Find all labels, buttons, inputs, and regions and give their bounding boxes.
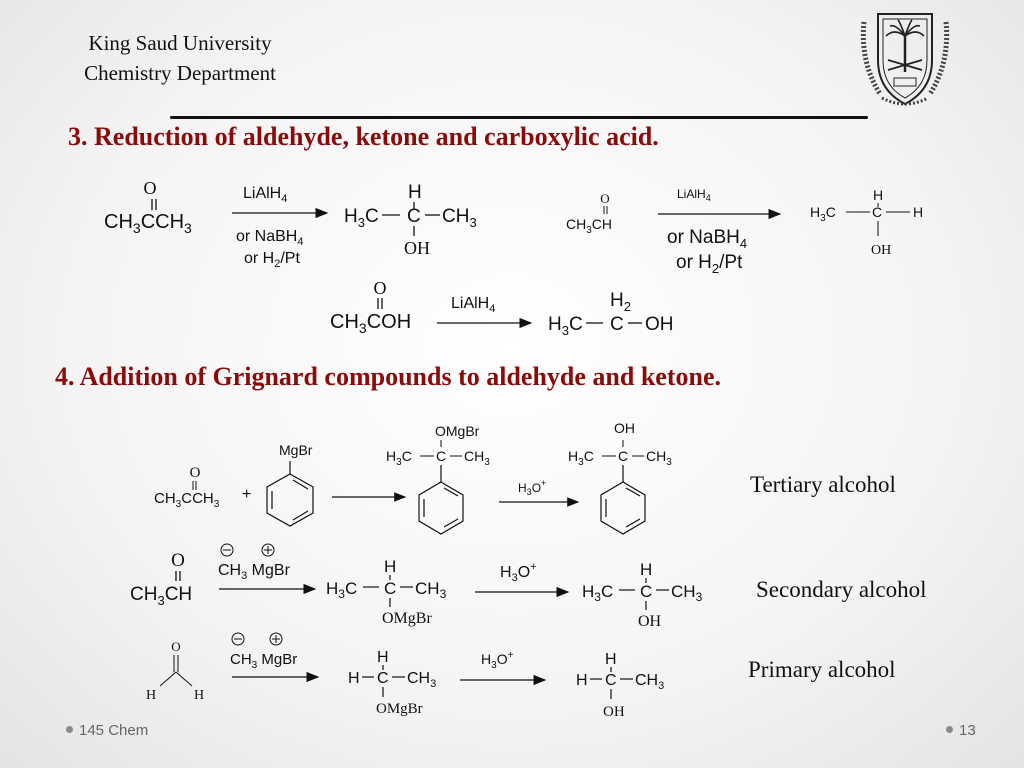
svg-text:H3C: H3C [568, 448, 594, 468]
svg-text:H3C: H3C [386, 448, 412, 468]
svg-text:H: H [194, 688, 204, 703]
bullet-icon [66, 725, 73, 733]
svg-text:LiAlH4: LiAlH4 [243, 185, 287, 205]
svg-text:C: C [436, 448, 446, 464]
svg-text:MgBr: MgBr [279, 442, 313, 458]
svg-text:H3C: H3C [548, 314, 583, 338]
svg-text:CH3CCH3: CH3CCH3 [104, 211, 192, 236]
secondary-alcohol-label: Secondary alcohol [756, 577, 927, 602]
svg-text:H3C: H3C [326, 579, 357, 601]
svg-text:CH3: CH3 [415, 579, 447, 601]
reaction-grignard-tertiary: O CH3CCH3 + MgBr OMgBr H3C C CH3 H3O+ OH [154, 420, 672, 535]
university-header: King Saud University Chemistry Departmen… [40, 28, 320, 88]
svg-text:C: C [605, 672, 617, 689]
svg-text:CH3: CH3 [442, 206, 477, 230]
footer-page-number: 13 [946, 722, 976, 739]
university-seal-icon [860, 13, 950, 106]
svg-text:OH: OH [614, 420, 635, 436]
reaction-acid-reduction: O CH3COH LiAlH4 H2 H3C C OH [330, 278, 674, 338]
svg-text:H: H [576, 672, 588, 689]
svg-text:CH3COH: CH3COH [330, 311, 411, 336]
svg-text:H3C: H3C [582, 582, 613, 604]
svg-text:OH: OH [645, 314, 674, 335]
svg-text:or H2/Pt: or H2/Pt [676, 252, 743, 276]
reaction-ketone-reduction: O CH3CCH3 LiAlH4 or NaBH4 or H2/Pt H H3C… [104, 178, 477, 270]
svg-text:CH3CCH3: CH3CCH3 [154, 490, 220, 510]
svg-text:O: O [190, 465, 201, 481]
svg-text:CH3: CH3 [464, 448, 490, 468]
svg-text:LiAlH4: LiAlH4 [451, 295, 495, 315]
svg-text:+: + [242, 486, 251, 503]
svg-text:CH3 MgBr: CH3 MgBr [230, 651, 297, 671]
svg-text:C: C [618, 448, 628, 464]
reaction-grignard-secondary: O CH3CH CH3 MgBr H H3C C CH3 OMgBr H3O+ … [130, 543, 703, 630]
university-name: King Saud University [88, 31, 272, 55]
footer-course-text: 145 Chem [79, 722, 149, 739]
svg-text:H: H [348, 670, 360, 687]
svg-text:CH3: CH3 [671, 582, 703, 604]
svg-text:H3C: H3C [810, 204, 836, 224]
tertiary-alcohol-label: Tertiary alcohol [750, 472, 896, 497]
svg-text:H3O+: H3O+ [500, 561, 537, 584]
svg-text:or NaBH4: or NaBH4 [667, 227, 747, 251]
svg-text:C: C [640, 582, 652, 601]
svg-text:H: H [640, 560, 652, 579]
svg-text:H2: H2 [610, 290, 631, 314]
svg-text:H3O+: H3O+ [481, 650, 514, 671]
svg-text:OH: OH [603, 704, 625, 720]
svg-text:H: H [384, 557, 396, 576]
header-divider [170, 116, 868, 119]
page-number-text: 13 [959, 722, 976, 739]
svg-text:H: H [605, 651, 617, 668]
svg-text:O: O [171, 550, 185, 571]
svg-text:OMgBr: OMgBr [435, 423, 480, 439]
section-4-heading: 4. Addition of Grignard compounds to ald… [55, 362, 722, 391]
svg-text:or NaBH4: or NaBH4 [236, 228, 303, 248]
svg-text:C: C [610, 314, 624, 335]
svg-text:CH3 MgBr: CH3 MgBr [218, 562, 291, 582]
bullet-icon [946, 725, 953, 733]
svg-text:O: O [144, 178, 157, 198]
svg-text:LiAlH4: LiAlH4 [677, 187, 711, 203]
footer-course: 145 Chem [66, 722, 148, 739]
svg-text:C: C [872, 204, 882, 220]
svg-text:OH: OH [638, 613, 662, 630]
svg-text:CH3CH: CH3CH [130, 584, 192, 608]
svg-text:H3C: H3C [344, 206, 379, 230]
svg-text:CH3CH: CH3CH [566, 216, 612, 236]
svg-text:C: C [407, 206, 421, 227]
svg-text:H3O+: H3O+ [518, 478, 546, 497]
svg-text:O: O [374, 278, 387, 298]
department-name: Chemistry Department [84, 61, 276, 85]
primary-alcohol-label: Primary alcohol [748, 657, 896, 682]
svg-text:O: O [600, 191, 609, 206]
reaction-aldehyde-reduction: O CH3CH LiAlH4 or NaBH4 or H2/Pt H H3C C… [566, 187, 923, 276]
section-3-heading: 3. Reduction of aldehyde, ketone and car… [68, 122, 659, 151]
reaction-grignard-primary: O H H CH3 MgBr H H C CH3 OMgBr H3O+ [146, 632, 664, 720]
svg-text:OH: OH [871, 243, 891, 258]
svg-text:C: C [377, 670, 389, 687]
svg-text:or H2/Pt: or H2/Pt [244, 250, 300, 270]
svg-text:OH: OH [404, 238, 430, 258]
svg-text:H: H [146, 688, 156, 703]
svg-text:H: H [377, 649, 389, 666]
svg-text:H: H [873, 187, 883, 203]
svg-text:OMgBr: OMgBr [376, 701, 423, 717]
svg-text:CH3: CH3 [646, 448, 672, 468]
svg-text:O: O [171, 639, 180, 654]
svg-text:H: H [408, 182, 422, 203]
svg-text:H: H [913, 204, 923, 220]
svg-text:CH3: CH3 [635, 672, 664, 692]
svg-text:OMgBr: OMgBr [382, 610, 432, 627]
svg-text:C: C [384, 579, 396, 598]
svg-text:CH3: CH3 [407, 670, 436, 690]
